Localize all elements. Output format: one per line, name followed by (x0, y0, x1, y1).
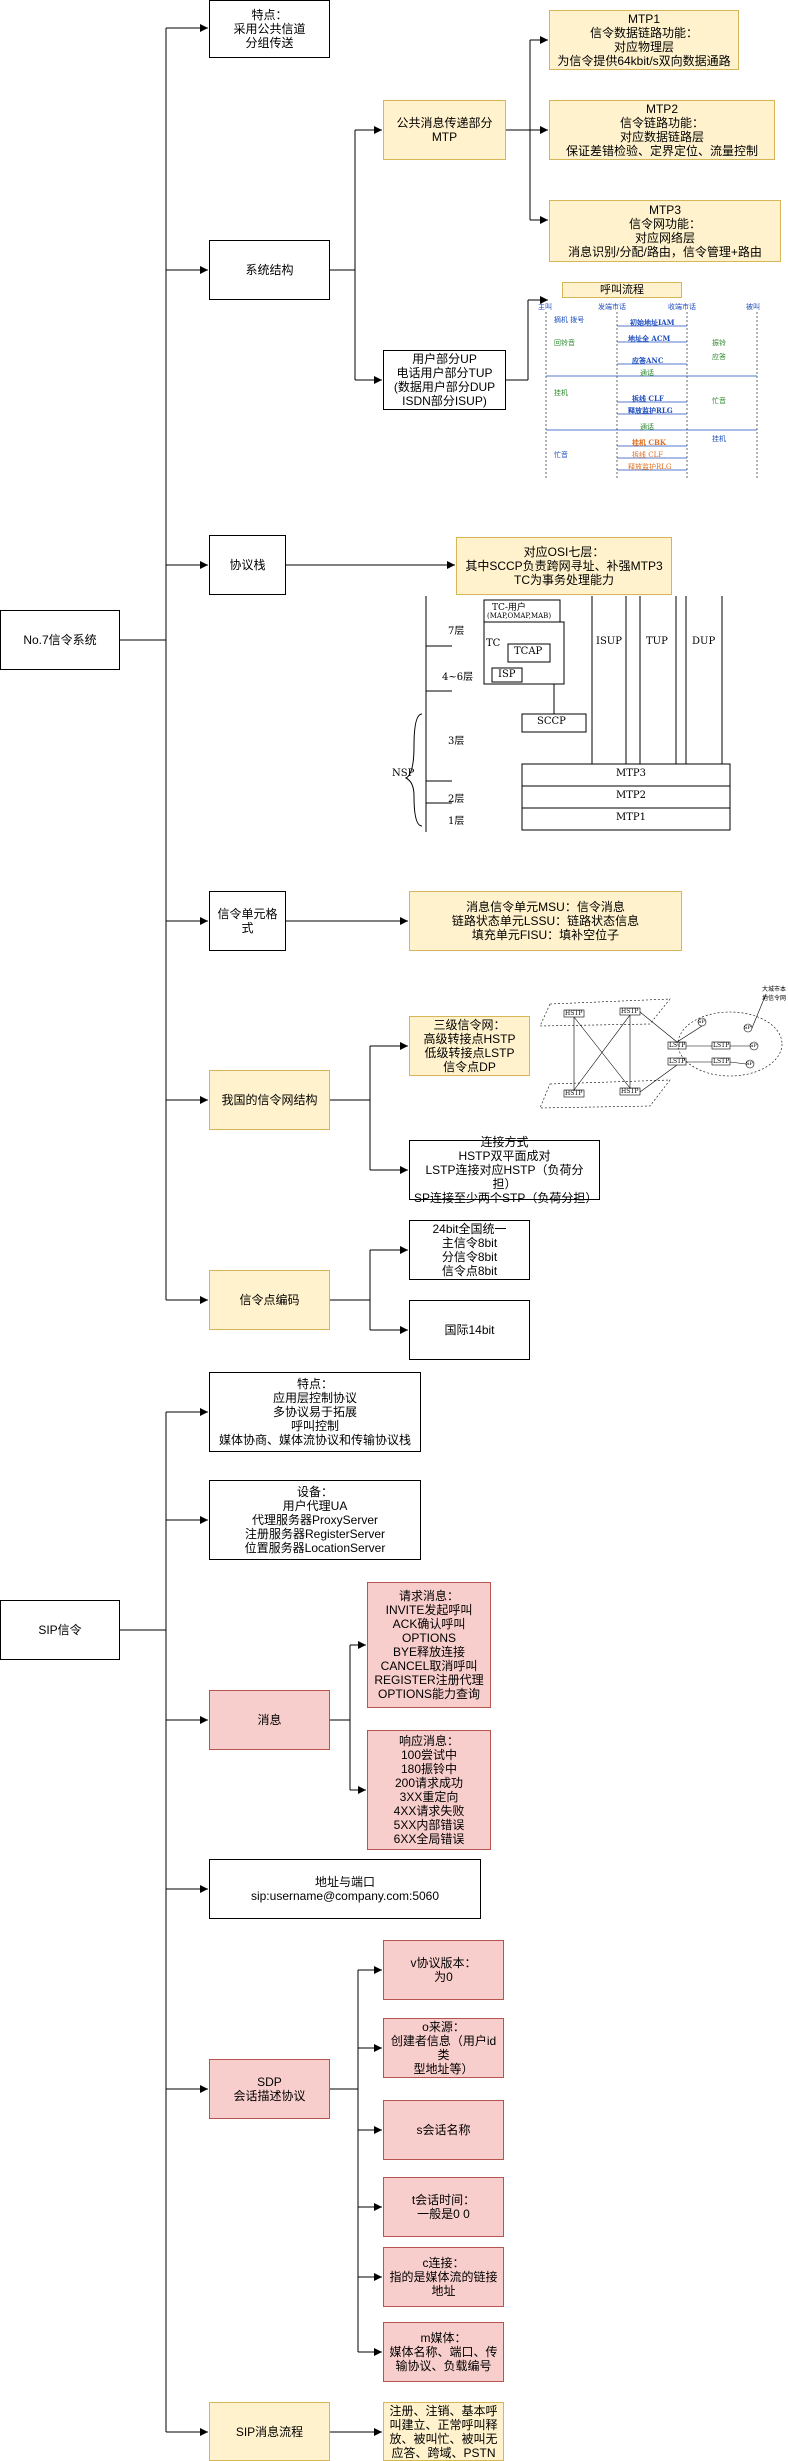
lstp-label-2: LSTP (669, 1058, 686, 1065)
cf-ring: 振铃 (712, 339, 726, 347)
sip-address-node[interactable]: 地址与端口 sip:username@company.com:5060 (209, 1859, 481, 1919)
signaling-network-diagram: HSTP HSTP HSTP HSTP LSTP LSTP LSTP LSTP … (540, 984, 788, 1124)
cf-iam: 初始地址IAM (630, 318, 675, 327)
signaling-network-node[interactable]: 我国的信令网结构 (209, 1070, 330, 1130)
sip-flow-desc-node[interactable]: 注册、注销、基本呼 叫建立、正常呼叫释 放、被叫忙、被叫无 应答、跨域、PSTN (383, 2402, 504, 2461)
cf-answer: 应答 (712, 353, 726, 361)
cf-talk: 通话 (640, 369, 654, 377)
tc-user-sub-label: (MAP,OMAP,MAB) (487, 612, 552, 620)
request-message-node[interactable]: 请求消息： INVITE发起呼叫 ACK确认呼叫 OPTIONS BYE释放连接… (367, 1582, 491, 1708)
sp-label-4: SP (698, 1019, 705, 1025)
signal-unit-desc-node[interactable]: 消息信令单元MSU：信令消息 链路状态单元LSSU：链路状态信息 填充单元FIS… (409, 891, 682, 951)
cf-cbk: 挂机 CBK (632, 438, 667, 447)
protocol-stack-diagram: TC-用户 (MAP,OMAP,MAB) 7层 TC TCAP 4~6层 ISP… (392, 596, 744, 832)
n7-root-node[interactable]: No.7信令系统 (0, 610, 120, 670)
cf-clf-2: 拆线 CLF (632, 451, 664, 459)
sip-features-node[interactable]: 特点： 应用层控制协议 多协议易于拓展 呼叫控制 媒体协商、媒体流协议和传输协议… (209, 1372, 421, 1452)
sip-flow-node[interactable]: SIP消息流程 (209, 2402, 330, 2461)
connection-mode-node[interactable]: 连接方式 HSTP双平面成对 LSTP连接对应HSTP（负荷分担） SP连接至少… (409, 1135, 600, 1205)
isup-label: ISUP (596, 636, 622, 647)
mtp3-node[interactable]: MTP3 信令网功能： 对应网络层 消息识别/分配/路由，信令管理+路由 (549, 200, 781, 262)
lstp-label-3: LSTP (713, 1042, 730, 1049)
cf-hangup-2: 挂机 (712, 435, 726, 443)
isp-label: ISP (498, 669, 516, 680)
layer2-label: 2层 (448, 794, 465, 805)
layer3-label: 3层 (448, 736, 465, 747)
network-note-label: 大城市本 地信令网 (762, 986, 787, 1002)
layer7-label: 7层 (448, 626, 465, 637)
lstp-label-4: LSTP (713, 1058, 730, 1065)
cf-talk-2: 通话 (640, 423, 654, 431)
sip-message-node[interactable]: 消息 (209, 1690, 330, 1750)
sccp-label: SCCP (537, 716, 566, 727)
tup-label: TUP (646, 636, 668, 647)
sdp-s-node[interactable]: s会话名称 (383, 2100, 504, 2160)
lstp-label-1: LSTP (669, 1042, 686, 1049)
network-diagram-lines (540, 993, 783, 1109)
sip-devices-node[interactable]: 设备： 用户代理UA 代理服务器ProxyServer 注册服务器Registe… (209, 1480, 421, 1560)
dup-label: DUP (692, 636, 716, 647)
cf-ringback: 回铃音 (554, 339, 575, 347)
three-level-network-node[interactable]: 三级信令网： 高级转接点HSTP 低级转接点LSTP 信令点DP (409, 1016, 530, 1076)
response-message-node[interactable]: 响应消息： 100尝试中 180振铃中 200请求成功 3XX重定向 4XX请求… (367, 1730, 491, 1850)
cf-term: 收端市话 (668, 303, 696, 311)
hstp-label-3: HSTP (565, 1090, 583, 1097)
sdp-c-node[interactable]: c连接： 指的是媒体流的链接 地址 (383, 2247, 504, 2307)
cf-busy-2: 忙音 (554, 451, 568, 459)
international-code-node[interactable]: 国际14bit (409, 1300, 530, 1360)
cf-acm: 地址全 ACM (628, 334, 671, 343)
cf-callee: 被叫 (746, 303, 760, 311)
system-structure-node[interactable]: 系统结构 (209, 240, 330, 300)
cf-clf: 拆线 CLF (632, 394, 664, 403)
layer46-label: 4~6层 (442, 672, 474, 683)
cf-hangup: 挂机 (554, 389, 568, 397)
sp-label-1: SP (744, 1025, 751, 1031)
cf-busy: 忙音 (712, 397, 726, 405)
tcap-label: TCAP (514, 646, 543, 657)
sdp-m-node[interactable]: m媒体： 媒体名称、端口、传 输协议、负载编号 (383, 2322, 504, 2382)
hstp-label-1: HSTP (565, 1010, 583, 1017)
layer1-label: 1层 (448, 816, 465, 827)
protocol-desc-node[interactable]: 对应OSI七层： 其中SCCP负责跨网寻址、补强MTP3 TC为事务处理能力 (456, 537, 672, 595)
protocol-stack-node[interactable]: 协议栈 (209, 535, 286, 595)
cf-orig: 发端市话 (598, 303, 626, 311)
nsp-label: NSP (392, 768, 415, 779)
point-code-node[interactable]: 信令点编码 (209, 1270, 330, 1330)
sdp-node[interactable]: SDP 会话描述协议 (209, 2059, 330, 2119)
national-code-node[interactable]: 24bit全国统一 主信令8bit 分信令8bit 信令点8bit (409, 1220, 530, 1280)
sp-label-2: SP (750, 1043, 757, 1049)
protocol-stack-lines (404, 596, 731, 832)
hstp-label-2: HSTP (621, 1008, 639, 1015)
sdp-v-node[interactable]: v协议版本： 为0 (383, 1940, 504, 2000)
call-flow-lines (545, 312, 758, 478)
sip-root-node[interactable]: SIP信令 (0, 1600, 120, 1660)
signal-unit-node[interactable]: 信令单元格式 (209, 891, 286, 951)
cf-anc: 应答ANC (632, 356, 664, 365)
tc-user-label: TC-用户 (492, 603, 526, 613)
cf-rlg-2: 释放监护RLG (628, 463, 672, 471)
tc-label: TC (486, 638, 501, 649)
call-flow-title[interactable]: 呼叫流程 (562, 282, 682, 298)
sp-label-3: SP (746, 1061, 753, 1067)
mtp2-node[interactable]: MTP2 信令链路功能： 对应数据链路层 保证差错检验、定界定位、流量控制 (549, 100, 775, 160)
n7-features-node[interactable]: 特点： 采用公共信道 分组传送 (209, 0, 330, 58)
hstp-label-4: HSTP (621, 1088, 639, 1095)
sdp-t-node[interactable]: t会话时间： 一般是0 0 (383, 2177, 504, 2237)
stack-mtp1-label: MTP1 (616, 812, 646, 823)
mtp1-node[interactable]: MTP1 信令数据链路功能： 对应物理层 为信令提供64kbit/s双向数据通路 (549, 10, 739, 70)
call-flow-diagram: 呼叫流程 主叫 发端市话 收端市话 被叫 摘机 拨号 初始地址IAM 地址全 A… (532, 280, 772, 480)
sdp-o-node[interactable]: o来源： 创建者信息（用户id类 型地址等） (383, 2018, 504, 2078)
cf-rlg: 释放监护RLG (628, 406, 673, 415)
stack-mtp3-label: MTP3 (616, 768, 646, 779)
user-part-node[interactable]: 用户部分UP 电话用户部分TUP (数据用户部分DUP ISDN部分ISUP) (383, 350, 506, 410)
stack-mtp2-label: MTP2 (616, 790, 646, 801)
mtp-node[interactable]: 公共消息传递部分 MTP (383, 100, 506, 160)
cf-caller: 主叫 (538, 303, 552, 311)
cf-offhook: 摘机 拨号 (554, 316, 585, 324)
